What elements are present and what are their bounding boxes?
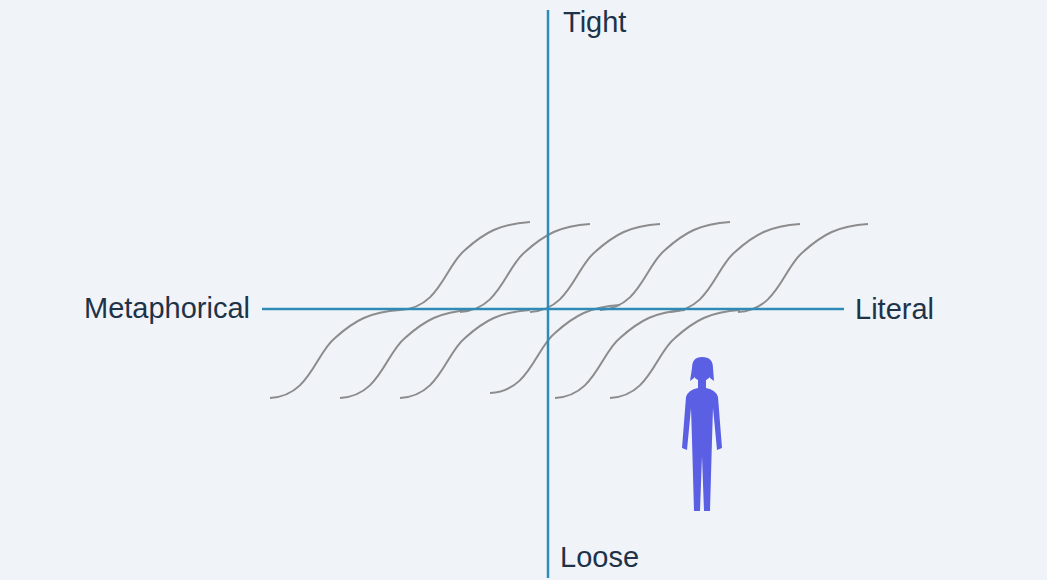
wave-line [670,224,800,312]
wave-line [340,310,470,398]
wave-line [270,310,400,398]
wave-line [738,224,868,312]
wave-line [530,224,660,312]
wave-line [600,222,730,310]
horizontal-axis [262,308,844,311]
wave-line [400,310,530,398]
wave-line [610,310,740,398]
wave-line [555,310,685,398]
axis-label: Literal [855,295,934,324]
axis-label: Loose [560,543,639,572]
axis-label: Metaphorical [84,294,250,323]
person-hair [690,357,714,381]
wave-line [400,222,530,310]
axis-label: Tight [563,8,626,37]
wave-line [460,224,590,312]
wave-line [490,305,620,393]
vertical-axis [547,10,550,578]
person-body [682,380,722,511]
person-figure [682,357,722,511]
